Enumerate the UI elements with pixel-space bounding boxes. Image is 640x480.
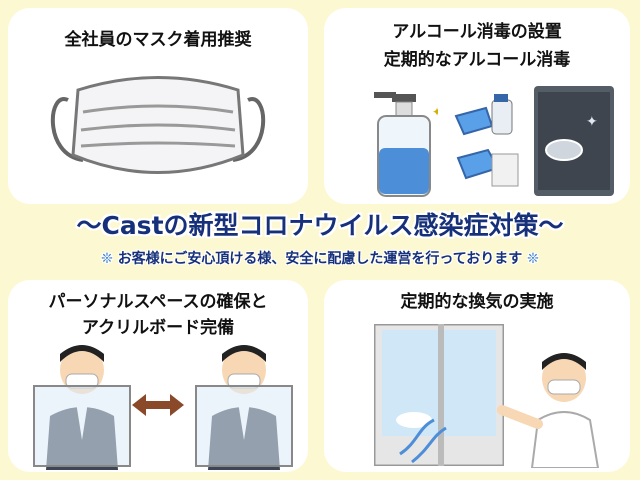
mask-panel: 全社員のマスク着用推奨 <box>8 8 308 204</box>
window-ventilation-illustration-icon <box>374 324 504 466</box>
door-handle-illustration-icon: ✦ <box>534 86 614 196</box>
banner-subtitle: ❊ お客様にご安心頂ける様、安全に配慮した運営を行っております ❊ <box>0 248 640 268</box>
mask-illustration-icon <box>50 76 266 174</box>
svg-text:✦: ✦ <box>432 105 438 119</box>
spray-glove-illustration-icon <box>454 94 519 187</box>
star-icon: ❊ <box>527 251 539 267</box>
double-arrow-illustration-icon <box>132 394 184 416</box>
ventilation-panel-title: 定期的な換気の実施 <box>400 292 554 312</box>
alcohol-panel-title-1: アルコール消毒の設置 <box>392 22 562 42</box>
distance-panel: パーソナルスペースの確保と アクリルボード完備 <box>8 280 308 472</box>
distance-panel-title-2: アクリルボード完備 <box>81 318 235 338</box>
worker-with-partition-illustration-icon <box>33 345 131 470</box>
worker-with-partition-illustration-icon <box>195 345 293 470</box>
ventilation-panel: 定期的な換気の実施 <box>324 280 630 472</box>
banner-subtitle-text: お客様にご安心頂ける様、安全に配慮した運営を行っております <box>117 251 523 267</box>
distance-panel-title-1: パーソナルスペースの確保と <box>48 292 268 312</box>
alcohol-panel-title-2: 定期的なアルコール消毒 <box>383 50 571 70</box>
sanitizer-bottle-illustration-icon: ✦ <box>374 92 438 197</box>
mask-panel-title: 全社員のマスク着用推奨 <box>64 30 252 50</box>
svg-text:✦: ✦ <box>586 114 598 130</box>
star-icon: ❊ <box>101 251 113 267</box>
person-pointing-illustration-icon <box>497 353 600 468</box>
alcohol-panel: アルコール消毒の設置 定期的なアルコール消毒 ✦ ✦ <box>324 8 630 204</box>
banner-title: 〜Castの新型コロナウイルス感染症対策〜 <box>76 211 564 240</box>
